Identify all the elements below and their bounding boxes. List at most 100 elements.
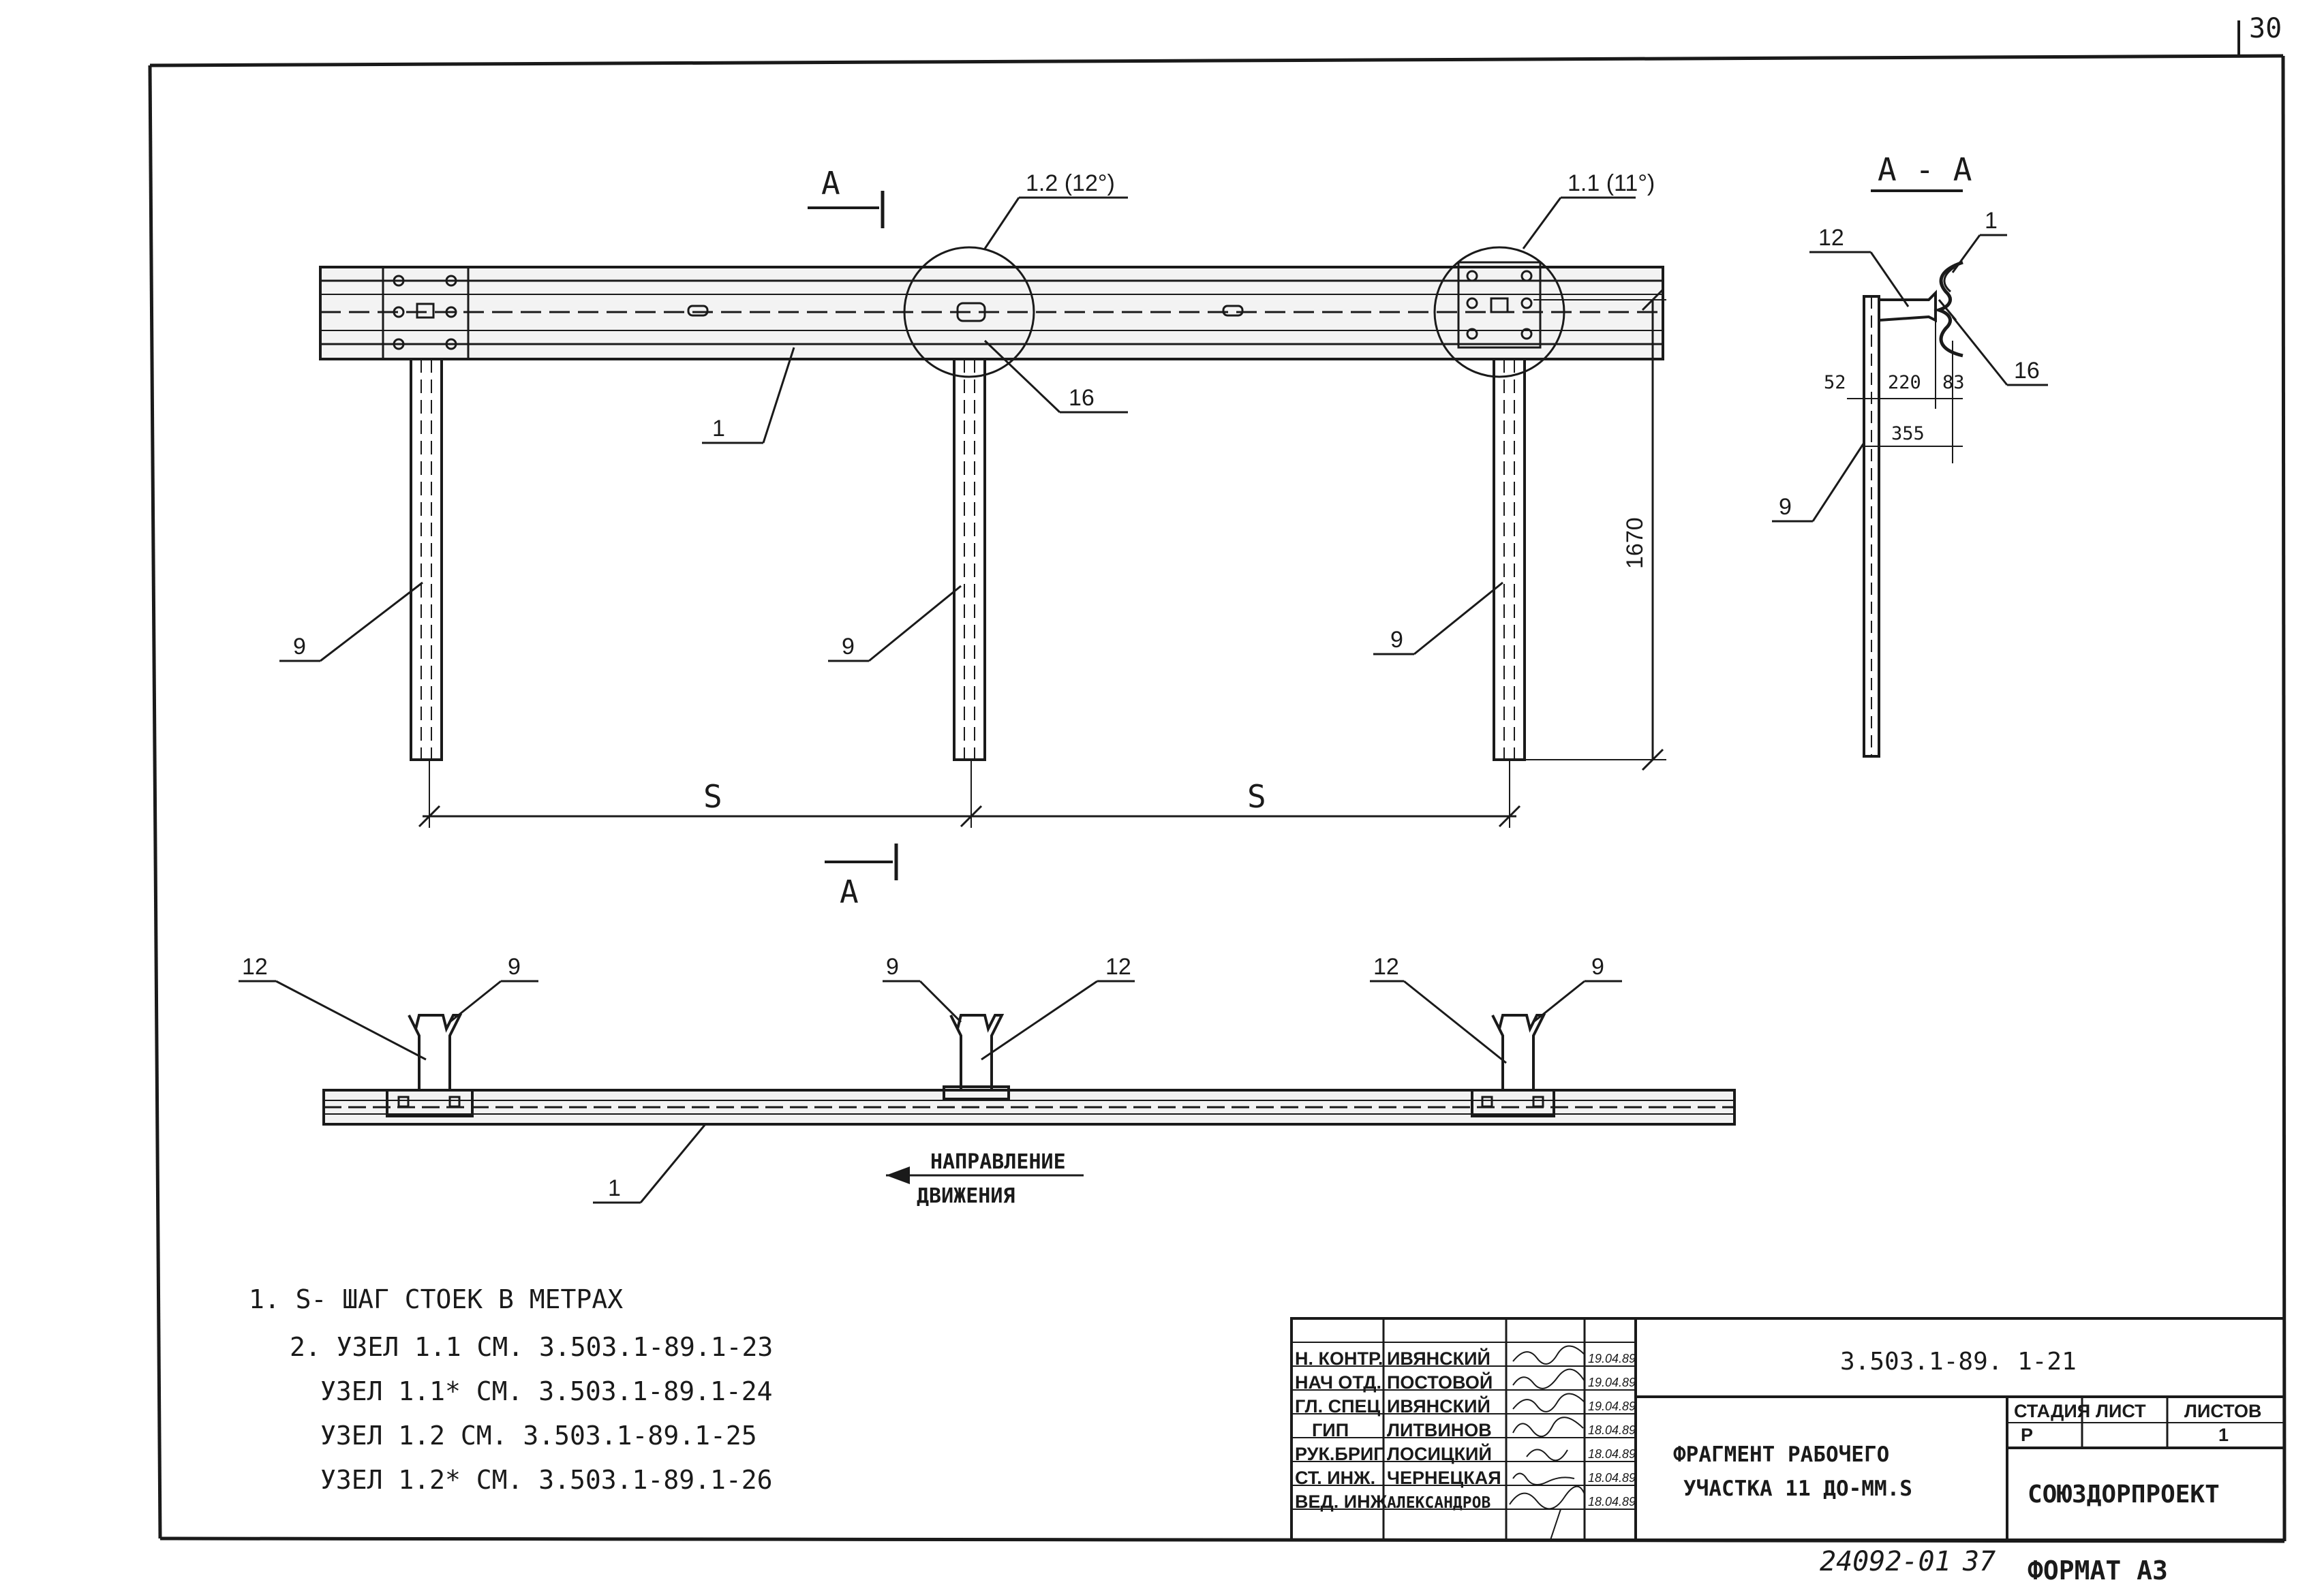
- section-view: А - А 12 1 16 9 52 220 83 355: [1772, 151, 2048, 758]
- section-letter-top: А: [821, 165, 840, 202]
- note-5: УЗЕЛ 1.2* СМ. 3.503.1-89.1-26: [320, 1465, 772, 1495]
- signature: [1512, 1393, 1585, 1412]
- signature: [1512, 1417, 1584, 1437]
- title-line-1: ФРАГМЕНТ РАБОЧЕГО: [1673, 1442, 1889, 1467]
- callout-node-11: 1.1 (11°): [1568, 170, 1655, 196]
- sheets-header: ЛИСТОВ: [2184, 1401, 2262, 1421]
- post-left: [410, 358, 443, 761]
- plan-label-12-right: 12: [1373, 954, 1399, 980]
- staff-row: НАЧ ОТД. ПОСТОВОЙ 19.04.89: [1295, 1368, 1636, 1393]
- post-middle: [953, 358, 986, 761]
- staff-date: 19.04.89: [1588, 1399, 1636, 1413]
- post-label-middle: 9: [842, 634, 855, 660]
- sheet-frame: 30: [148, 13, 2287, 1543]
- direction-label-line2: ДВИЖЕНИЯ: [917, 1184, 1015, 1208]
- stage-value: Р: [2021, 1425, 2033, 1445]
- staff-date: 18.04.89: [1588, 1471, 1636, 1485]
- staff-row: Н. КОНТР. ИВЯНСКИЙ 19.04.89: [1295, 1345, 1636, 1369]
- title-block: Н. КОНТР. ИВЯНСКИЙ 19.04.89 НАЧ ОТД. ПОС…: [1290, 1317, 2286, 1541]
- title-line-2: УЧАСТКА 11 ДО-ММ.S: [1683, 1476, 1912, 1501]
- bottom-page: 37: [1962, 1546, 1996, 1577]
- spacing-label-left: S: [703, 778, 722, 815]
- front-view-leaders: 1.2 (12°) 1.1 (11°) 1 16 9 9 9: [279, 170, 1655, 662]
- note-2: 2. УЗЕЛ 1.1 СМ. 3.503.1-89.1-23: [290, 1332, 773, 1362]
- signature: [1512, 1472, 1575, 1485]
- bottom-doc-number: 24092-01: [1820, 1546, 1951, 1577]
- rail-label-front: 1: [712, 416, 725, 442]
- plan-post-left: [386, 1014, 474, 1117]
- staff-role: НАЧ ОТД.: [1295, 1372, 1381, 1393]
- staff-name: ЧЕРНЕЦКАЯ: [1387, 1468, 1501, 1488]
- plan-label-9-right: 9: [1591, 954, 1604, 980]
- direction-label-line1: НАПРАВЛЕНИЕ: [930, 1150, 1066, 1174]
- note-4: УЗЕЛ 1.2 СМ. 3.503.1-89.1-25: [320, 1421, 757, 1451]
- staff-role: РУК.БРИГ: [1295, 1444, 1384, 1464]
- section-title: А - А: [1878, 151, 1972, 188]
- signature: [1512, 1368, 1585, 1389]
- post-label-left: 9: [293, 634, 306, 660]
- section-marker-bottom: А: [825, 844, 898, 910]
- plan-label-12-left: 12: [242, 954, 268, 980]
- section-rail-profile-1: [1933, 260, 1963, 358]
- section-label-9: 9: [1779, 494, 1792, 520]
- staff-date: 18.04.89: [1588, 1423, 1636, 1437]
- direction-arrow: НАПРАВЛЕНИЕ ДВИЖЕНИЯ: [886, 1150, 1084, 1208]
- section-marker-top: А: [808, 165, 885, 228]
- staff-name: ЛОСИЦКИЙ: [1387, 1443, 1492, 1464]
- signature: [1509, 1485, 1585, 1541]
- staff-row: ГИП ЛИТВИНОВ 18.04.89: [1312, 1417, 1636, 1440]
- staff-role: ГИП: [1312, 1420, 1349, 1440]
- format-label: ФОРМАТ А3: [2028, 1556, 2168, 1586]
- plan-label-9-left: 9: [508, 954, 521, 980]
- staff-date: 19.04.89: [1588, 1376, 1636, 1389]
- doc-code: 3.503.1-89. 1-21: [1840, 1348, 2077, 1376]
- section-dim-83: 83: [1942, 372, 1965, 393]
- section-label-1: 1: [1985, 208, 1998, 234]
- height-dimension: 1670: [1622, 517, 1648, 569]
- staff-role: Н. КОНТР.: [1295, 1348, 1383, 1369]
- staff-role: ВЕД. ИНЖ: [1295, 1491, 1388, 1512]
- plan-post-right: [1471, 1014, 1555, 1117]
- plan-view: 12 9 9 12 12 9 1 НАПРАВЛЕНИЕ ДВИЖЕНИЯ: [239, 954, 1736, 1208]
- organization: СОЮЗДОРПРОЕКТ: [2028, 1481, 2220, 1509]
- sheets-value: 1: [2218, 1425, 2229, 1445]
- section-label-16: 16: [2014, 358, 2040, 384]
- staff-role: СТ. ИНЖ.: [1295, 1468, 1375, 1488]
- notes: 1. S- ШАГ СТОЕК В МЕТРАХ 2. УЗЕЛ 1.1 СМ.…: [249, 1284, 773, 1495]
- plan-label-1: 1: [608, 1175, 621, 1201]
- note-3: УЗЕЛ 1.1* СМ. 3.503.1-89.1-24: [320, 1376, 772, 1406]
- section-label-12: 12: [1818, 225, 1844, 251]
- staff-row: СТ. ИНЖ. ЧЕРНЕЦКАЯ 18.04.89: [1295, 1468, 1636, 1488]
- plan-label-12-middle: 12: [1105, 954, 1131, 980]
- sheet-header: ЛИСТ: [2096, 1401, 2146, 1421]
- spacing-label-right: S: [1247, 778, 1266, 815]
- note-1: 1. S- ШАГ СТОЕК В МЕТРАХ: [249, 1284, 623, 1314]
- staff-name: ПОСТОВОЙ: [1387, 1372, 1493, 1393]
- bolt-label-front: 16: [1069, 385, 1095, 411]
- signature: [1512, 1345, 1585, 1365]
- node-circle-12: [903, 246, 1035, 378]
- callout-node-12: 1.2 (12°): [1026, 170, 1115, 196]
- section-letter-bottom: А: [840, 873, 859, 910]
- node-circle-11: [1433, 246, 1565, 378]
- post-label-right: 9: [1390, 627, 1403, 653]
- staff-name: АЛЕКСАНДРОВ: [1387, 1494, 1490, 1512]
- guard-rail-beam: [319, 261, 1664, 360]
- staff-name: ИВЯНСКИЙ: [1387, 1348, 1490, 1369]
- section-dim-220: 220: [1888, 372, 1921, 393]
- stage-header: СТАДИЯ: [2014, 1401, 2090, 1421]
- staff-date: 18.04.89: [1588, 1495, 1636, 1509]
- staff-name: ЛИТВИНОВ: [1387, 1420, 1492, 1440]
- front-view-dimensions: 1670 S S: [418, 288, 1666, 828]
- section-dim-355: 355: [1891, 423, 1925, 444]
- staff-name: ИВЯНСКИЙ: [1387, 1395, 1490, 1417]
- plan-post-middle: [943, 1014, 1010, 1100]
- section-blockout-12: [1878, 290, 1937, 323]
- plan-label-9-middle: 9: [886, 954, 899, 980]
- post-right: [1493, 358, 1526, 761]
- staff-date: 19.04.89: [1588, 1352, 1636, 1365]
- staff-row: ГЛ. СПЕЦ ИВЯНСКИЙ 19.04.89: [1295, 1393, 1636, 1417]
- signature: [1526, 1449, 1568, 1461]
- section-dim-52: 52: [1824, 372, 1846, 393]
